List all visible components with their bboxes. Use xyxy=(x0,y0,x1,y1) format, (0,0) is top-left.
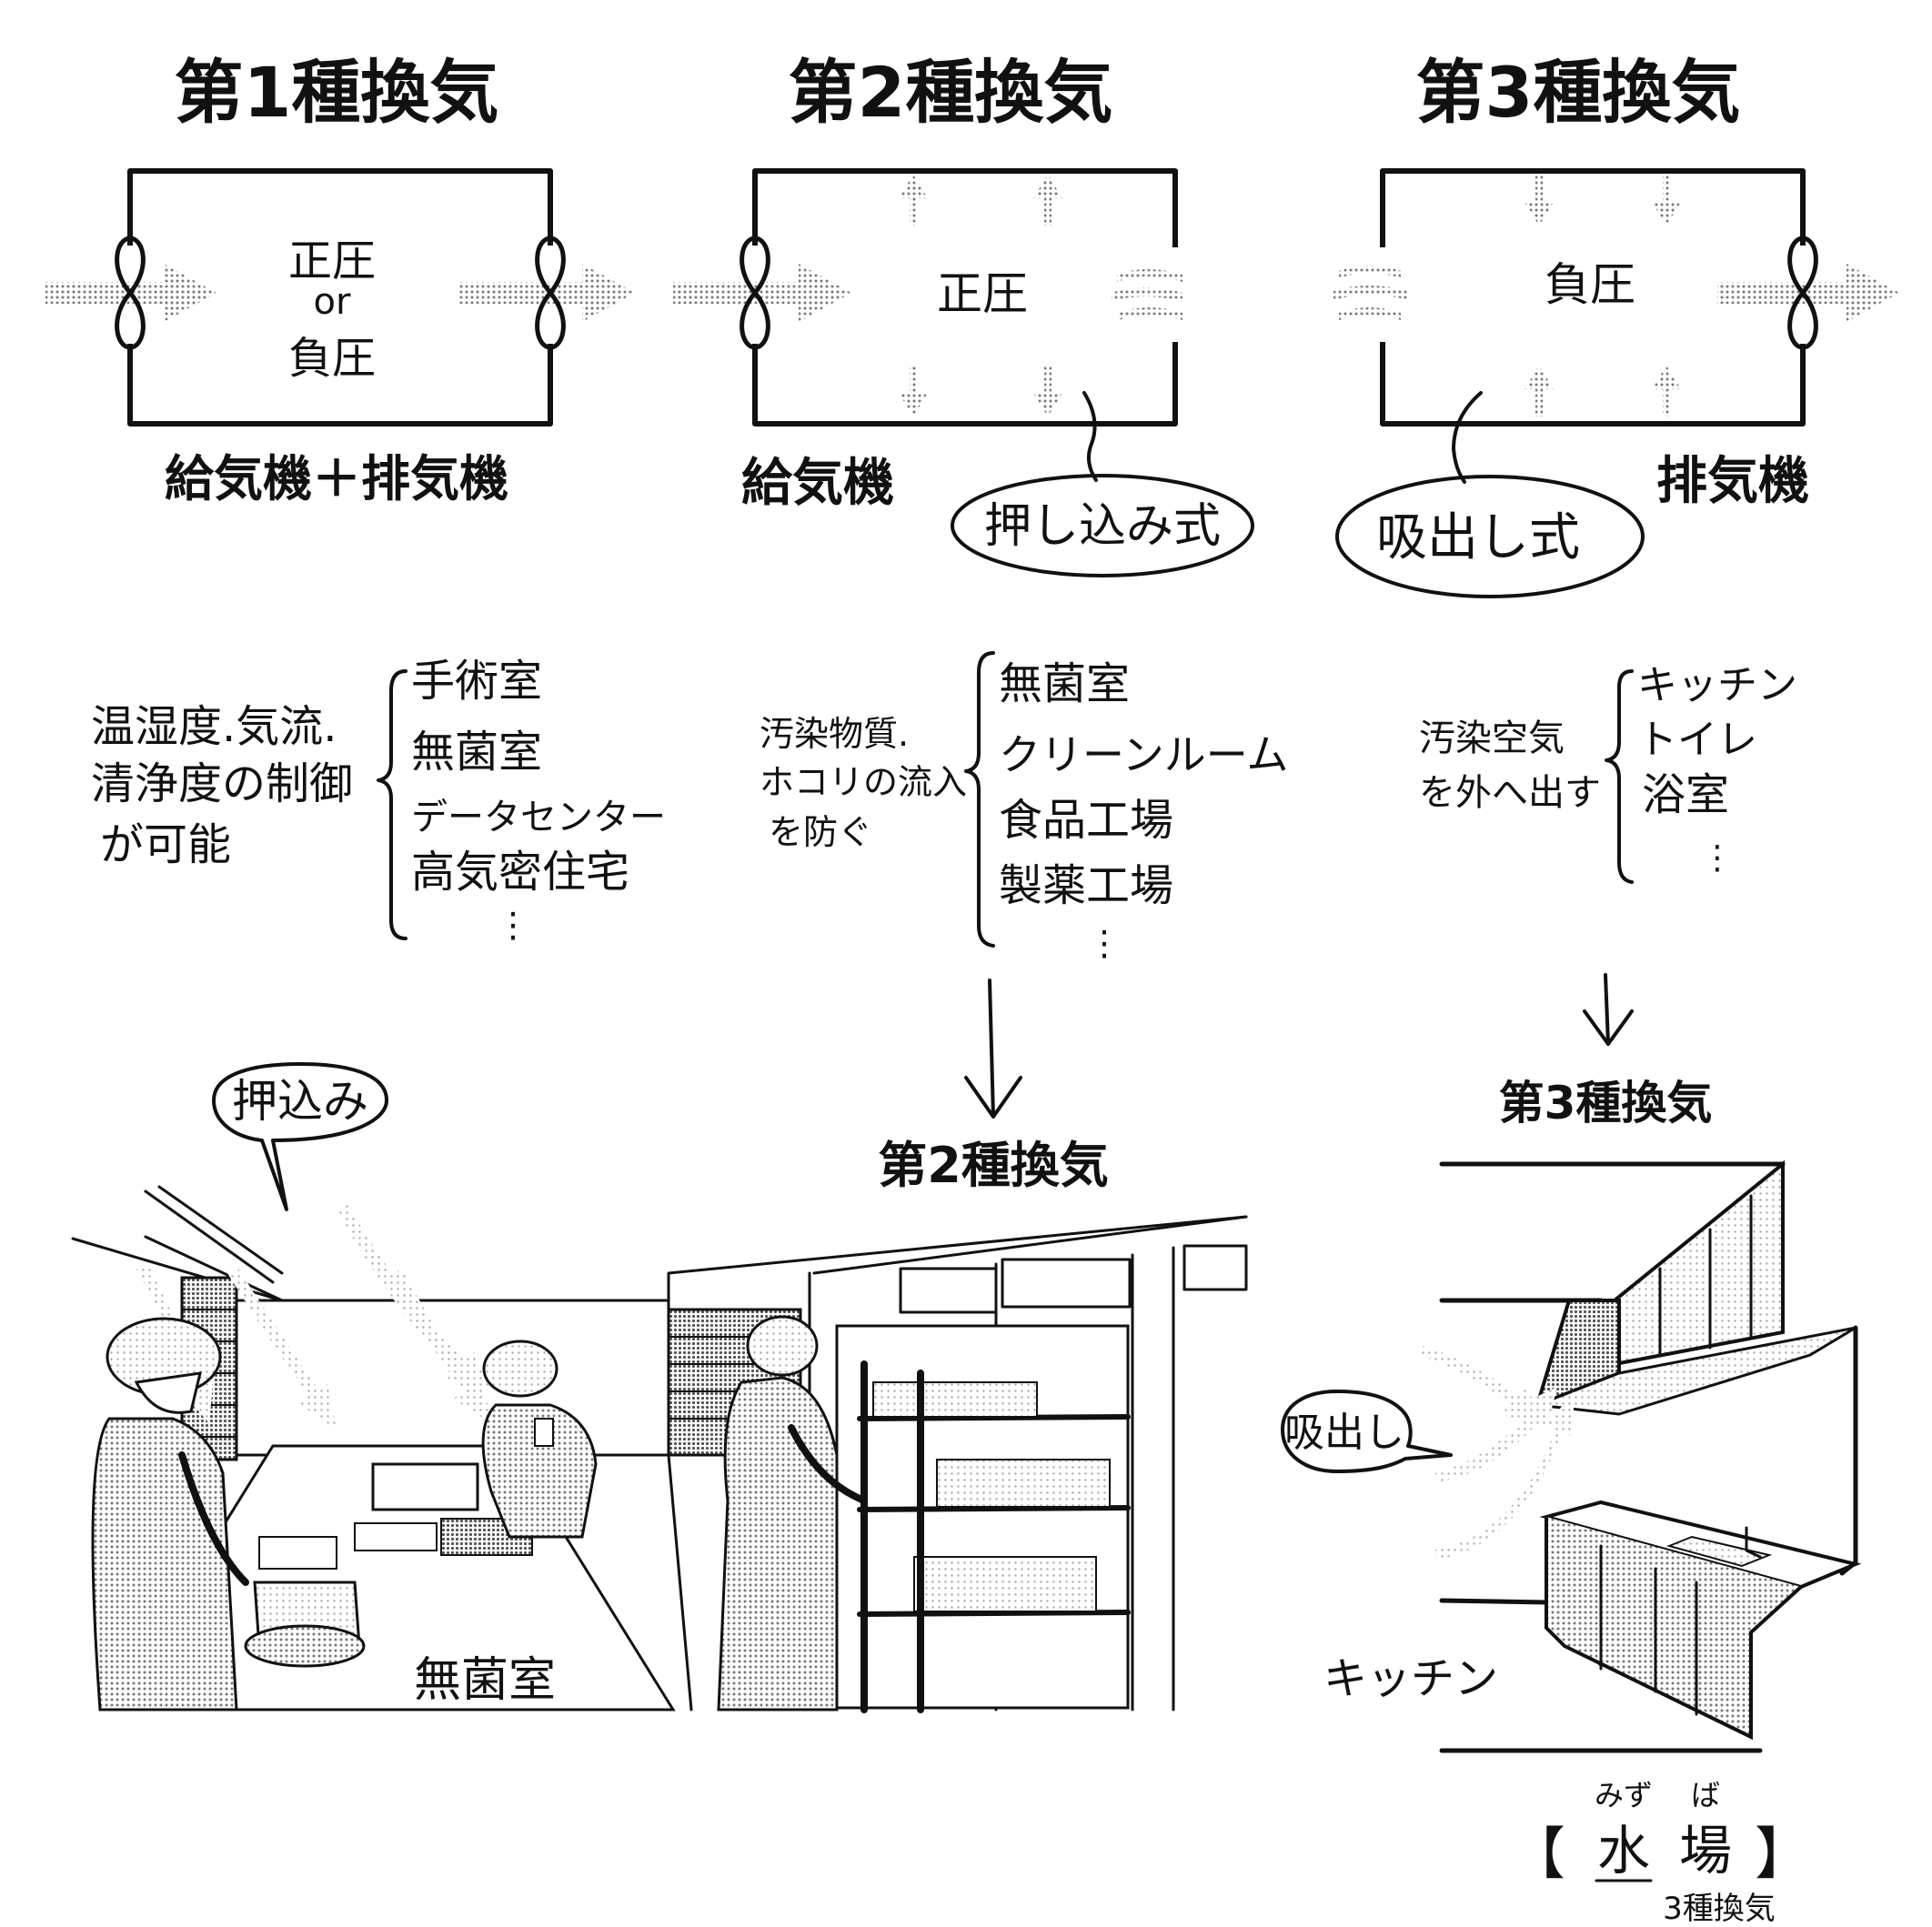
kitchen-bracket-open: 【 xyxy=(1509,1821,1565,1887)
type1-use-2: 無菌室 xyxy=(411,727,542,778)
type2-equipment: 給気機 xyxy=(741,454,894,513)
kitchen-bubble xyxy=(1281,1390,1453,1473)
type2-title: 第2種換気 xyxy=(789,52,1113,133)
kitchen-side-wall xyxy=(1839,1325,1858,1576)
type1-pressure-positive: 正圧 xyxy=(288,236,376,286)
type3-equipment: 排気機 xyxy=(1656,452,1809,511)
type1-purpose-line2: 清浄度の制御 xyxy=(91,758,353,809)
cleanroom-bubble-text: 押込み xyxy=(232,1075,368,1128)
cleanroom-wire-rack xyxy=(835,1324,1131,1713)
type2-pressure-arrows xyxy=(899,175,1062,417)
kitchen-note: 3種換気 xyxy=(1663,1891,1776,1927)
type1-pressure-negative: 負圧 xyxy=(288,333,376,384)
type3-use-4: ⋮ xyxy=(1701,839,1734,877)
type3-pressure: 負圧 xyxy=(1545,258,1635,311)
type1-use-4: 高気密住宅 xyxy=(411,847,629,898)
type2-purpose-line3: を防ぐ xyxy=(769,812,872,852)
type2-use-3: 食品工場 xyxy=(999,795,1173,846)
type1-exhaust-airflow-arrow xyxy=(459,264,635,322)
cleanroom-bubble xyxy=(212,1062,388,1211)
type1-use-5: ⋮ xyxy=(496,905,530,945)
cleanroom-ceiling-vents xyxy=(144,1185,284,1284)
type2-use-5: ⋮ xyxy=(1087,923,1122,963)
type1-use-3: データセンター xyxy=(411,797,666,838)
cleanroom-scene: 第2種換気 押込み xyxy=(71,1062,1248,1713)
kitchen-caption: キッチン xyxy=(1323,1653,1498,1704)
type1-use-1: 手術室 xyxy=(411,656,542,707)
type3-callout-line xyxy=(1452,391,1483,484)
type3-use-2: トイレ xyxy=(1637,717,1757,763)
type3-method-bubble xyxy=(1335,475,1645,598)
cleanroom-worker-left xyxy=(91,1317,249,1711)
type3-method: 吸出し式 xyxy=(1376,508,1580,567)
type3-use-1: キッチン xyxy=(1637,662,1797,708)
type2-purpose-line2: ホコリの流入 xyxy=(760,762,967,802)
type2-method-bubble xyxy=(951,474,1254,577)
kitchen-water-area-label: 【 みず ば 水 場 】 3種換気 xyxy=(1509,1778,1811,1927)
type2-down-arrow xyxy=(964,979,1022,1119)
kitchen-heading: 第3種換気 xyxy=(1499,1077,1713,1129)
type3-purpose-line1: 汚染空気 xyxy=(1419,718,1565,759)
type2-use-4: 製薬工場 xyxy=(999,860,1173,911)
type2-supply-airflow-arrow xyxy=(673,264,851,322)
type2-passive-outflow xyxy=(1112,269,1182,320)
type3-exhaust-fan-icon xyxy=(1787,236,1818,350)
type1-supply-fan-icon xyxy=(115,236,146,350)
kitchen-airflow-arrows xyxy=(1419,1346,1574,1560)
cleanroom-heading: 第2種換気 xyxy=(878,1137,1109,1194)
type3-panel: 第3種換気 負圧 排気機 吸出し式 汚染空気 を外へ出す キッチン xyxy=(1333,52,1899,1046)
type3-pressure-arrows xyxy=(1524,175,1681,417)
type1-title: 第1種換気 xyxy=(175,52,499,133)
kitchen-word-2: 場 xyxy=(1679,1820,1732,1882)
type2-panel: 第2種換気 正圧 給気機 押し込み式 汚染物質. ホコリの流入 を防ぐ xyxy=(673,52,1288,1119)
kitchen-scene: 第3種換気 xyxy=(1281,1077,1862,1927)
type2-brace xyxy=(964,651,995,948)
type3-use-3: 浴室 xyxy=(1642,769,1729,820)
type3-purpose-line2: を外へ出す xyxy=(1419,772,1601,814)
kitchen-upper-cabinets xyxy=(1613,1159,1785,1367)
kitchen-bubble-text: 吸出し xyxy=(1284,1410,1404,1456)
type2-purpose-line1: 汚染物質. xyxy=(760,714,909,754)
type3-exhaust-airflow-arrow xyxy=(1717,264,1899,322)
type1-purpose-line3: が可能 xyxy=(100,819,231,870)
kitchen-furigana-1: みず xyxy=(1595,1778,1653,1812)
type1-exhaust-fan-icon xyxy=(535,236,566,350)
type1-equipment: 給気機＋排気機 xyxy=(165,450,508,507)
kitchen-word-1: 水 xyxy=(1597,1820,1650,1882)
kitchen-furigana-2: ば xyxy=(1691,1778,1720,1812)
cleanroom-caption: 無菌室 xyxy=(414,1653,556,1708)
type3-title: 第3種換気 xyxy=(1416,52,1741,133)
kitchen-range-hood xyxy=(1534,1299,1857,1416)
type3-passive-inflow xyxy=(1333,266,1408,320)
type3-brace xyxy=(1605,669,1634,884)
type3-down-arrow xyxy=(1583,973,1634,1046)
kitchen-counter xyxy=(1539,1500,1862,1741)
type2-method: 押し込み式 xyxy=(984,499,1221,554)
type2-pressure: 正圧 xyxy=(937,267,1028,320)
type1-pressure-or: or xyxy=(314,281,351,323)
cleanroom-worker-right xyxy=(717,1315,868,1711)
type1-panel: 第1種換気 正圧 or 負圧 給気機＋排気機 温湿度.気流. 清浄度の制御 が可… xyxy=(45,52,666,945)
type2-use-1: 無菌室 xyxy=(999,658,1130,709)
type2-supply-fan-icon xyxy=(740,236,770,350)
type1-purpose-line1: 温湿度.気流. xyxy=(91,701,337,752)
type2-use-2: クリーンルーム xyxy=(999,730,1288,779)
cleanroom-worker-center xyxy=(481,1340,598,1539)
type1-brace xyxy=(377,669,408,940)
kitchen-bracket-close: 】 xyxy=(1755,1821,1811,1887)
type2-callout-line xyxy=(1082,391,1098,482)
